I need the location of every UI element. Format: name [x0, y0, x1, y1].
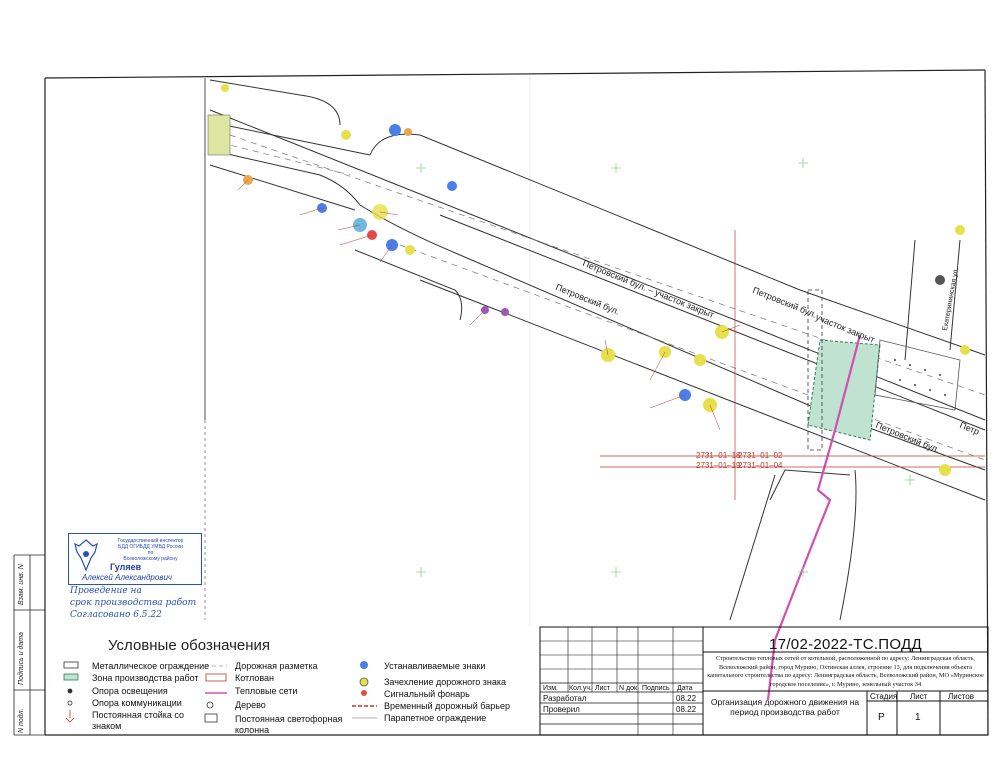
- legend-item: Дерево: [235, 700, 266, 710]
- stamp-line: Государственный инспектор: [117, 538, 184, 544]
- sheet-header: Лист: [910, 692, 928, 701]
- stamp-line: Всеволожскому району: [123, 556, 178, 562]
- section-ref: 2731–01–02: [738, 451, 783, 460]
- legend-item: Временный дорожный барьер: [384, 701, 510, 711]
- legend-item: Зона производства работ: [92, 673, 199, 683]
- legend-item: Металлическое ограждение: [92, 661, 210, 671]
- axis-lines: [600, 230, 985, 500]
- side-label: Подпись и дата: [18, 632, 25, 685]
- handwritten-note: Проведение на: [70, 586, 142, 596]
- sheet-frame: [44, 69, 989, 736]
- handwritten-note: срок производства работ: [70, 598, 197, 608]
- legend-item: Постоянная светофорная колонна: [235, 714, 343, 735]
- legend-item: Парапетное ограждение: [384, 713, 487, 723]
- sheets-header: Листов: [948, 692, 974, 701]
- title-block-grid: [539, 626, 989, 736]
- stamp-surname: Гуляев: [110, 562, 142, 572]
- col-header: Лист: [595, 685, 611, 692]
- col-header: Кол.уч.: [569, 685, 592, 692]
- legend-title: Условные обозначения: [108, 637, 271, 654]
- stamp-line: БДД ОГИБДД УМВД России: [118, 544, 183, 550]
- stamp-line: по: [147, 550, 154, 556]
- stamp-full-name: Алексей Александрович: [82, 573, 173, 582]
- project-description: Строительство тепловых сетей от котельно…: [707, 655, 984, 688]
- section-ref: 2731–01–18: [696, 451, 741, 460]
- coat-of-arms-icon: [74, 539, 98, 572]
- side-strip: [13, 554, 45, 736]
- legend-item: Тепловые сети: [235, 686, 298, 696]
- legend-item: Опора коммуникации: [92, 698, 182, 708]
- legend-item: Дорожная разметка: [235, 661, 318, 671]
- handwritten-note: Согласовано 6.5.22: [70, 610, 162, 620]
- date-developed: 08.22: [676, 694, 697, 703]
- legend-item: Котлован: [235, 673, 274, 683]
- legend-item: Устанавливаемые знаки: [384, 661, 486, 671]
- sheet-value: 1: [915, 712, 921, 723]
- section-ref: 2731–01–04: [738, 461, 783, 470]
- col-header: Дата: [677, 685, 693, 692]
- sign-clusters: [207, 84, 970, 476]
- col-header: Изм.: [543, 685, 558, 692]
- col-header: N док.: [619, 685, 639, 692]
- callout-leaders: [237, 179, 741, 431]
- legend-item: Постоянная стойка со знаком: [92, 710, 184, 731]
- date-checked: 08.22: [676, 705, 697, 714]
- work-zone: [807, 289, 961, 451]
- side-label: N подл.: [18, 708, 25, 733]
- heat-pipe: [766, 334, 862, 701]
- approval-stamp: Государственный инспектор БДД ОГИБДД УМВ…: [68, 533, 202, 585]
- role-developed: Разработал: [543, 694, 587, 703]
- role-checked: Проверил: [543, 705, 580, 714]
- col-header: Подпись: [642, 685, 670, 692]
- section-ref: 2731–01–19: [696, 461, 741, 470]
- document-code: 17/02-2022-ТС.ПОДД: [769, 636, 922, 653]
- stage-header: Стадия: [870, 692, 898, 701]
- grid-markers: [416, 158, 915, 577]
- legend-symbols: [63, 661, 377, 723]
- drawing-title: Организация дорожного движения на период…: [710, 697, 860, 717]
- legend-item: Зачехление дорожного знака: [384, 677, 506, 687]
- side-label: Взам. инв. N: [18, 564, 25, 605]
- legend-item: Сигнальный фонарь: [384, 689, 470, 699]
- stage-value: Р: [878, 712, 885, 723]
- legend-item: Опора освещения: [92, 686, 168, 696]
